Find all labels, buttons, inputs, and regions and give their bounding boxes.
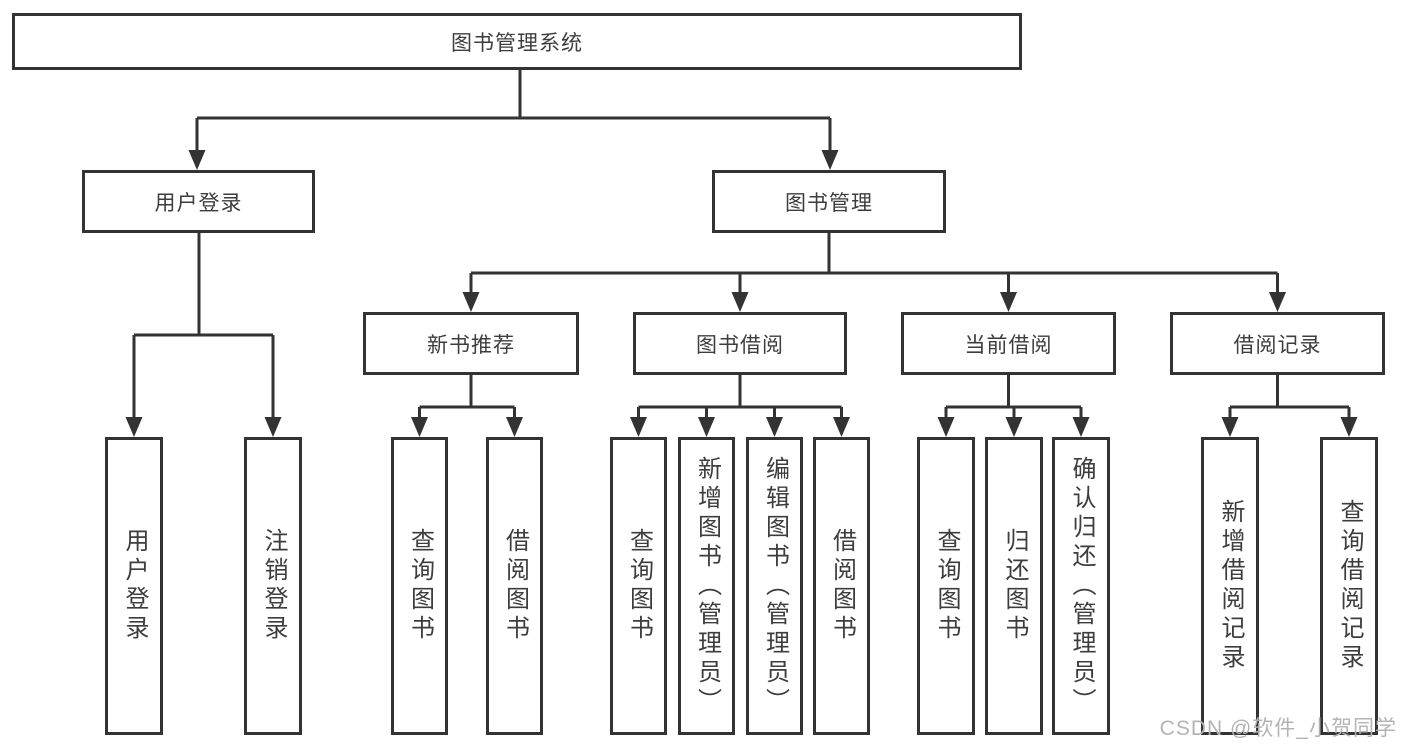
connector-borrow-records-to-children	[1221, 375, 1358, 437]
leaf-query-book-3: 查询图书	[917, 437, 975, 735]
connector-current-borrow-to-children	[937, 375, 1090, 437]
leaf-return-book: 归还图书	[985, 437, 1043, 735]
leaf-query-book-2: 查询图书	[610, 437, 667, 735]
node-book-mgmt: 图书管理	[712, 170, 946, 233]
watermark: CSDN @软件_小贺同学	[1159, 717, 1397, 740]
leaf-add-borrow-record: 新增借阅记录	[1201, 437, 1259, 735]
leaf-confirm-return: 确认归还（管理员）	[1052, 437, 1110, 735]
leaf-borrow-book-2: 借阅图书	[813, 437, 870, 735]
connector-root-to-children	[188, 70, 839, 170]
connector-new-book-rec-to-children	[411, 375, 523, 437]
node-book-borrow: 图书借阅	[633, 312, 847, 375]
node-root: 图书管理系统	[12, 13, 1022, 70]
leaf-query-borrow-record: 查询借阅记录	[1320, 437, 1378, 735]
leaf-edit-book: 编辑图书（管理员）	[746, 437, 803, 735]
node-user-login: 用户登录	[82, 170, 315, 233]
leaf-borrow-book-1: 借阅图书	[486, 437, 543, 735]
leaf-logout: 注销登录	[244, 437, 302, 735]
leaf-query-book-1: 查询图书	[391, 437, 448, 735]
leaf-user-login: 用户登录	[105, 437, 163, 735]
connector-user-login-to-children	[125, 233, 282, 437]
node-new-book-rec: 新书推荐	[363, 312, 579, 375]
node-borrow-records: 借阅记录	[1170, 312, 1385, 375]
connector-book-mgmt-to-children	[462, 233, 1286, 312]
leaf-add-book: 新增图书（管理员）	[678, 437, 735, 735]
connector-book-borrow-to-children	[630, 375, 850, 437]
node-current-borrow: 当前借阅	[901, 312, 1116, 375]
